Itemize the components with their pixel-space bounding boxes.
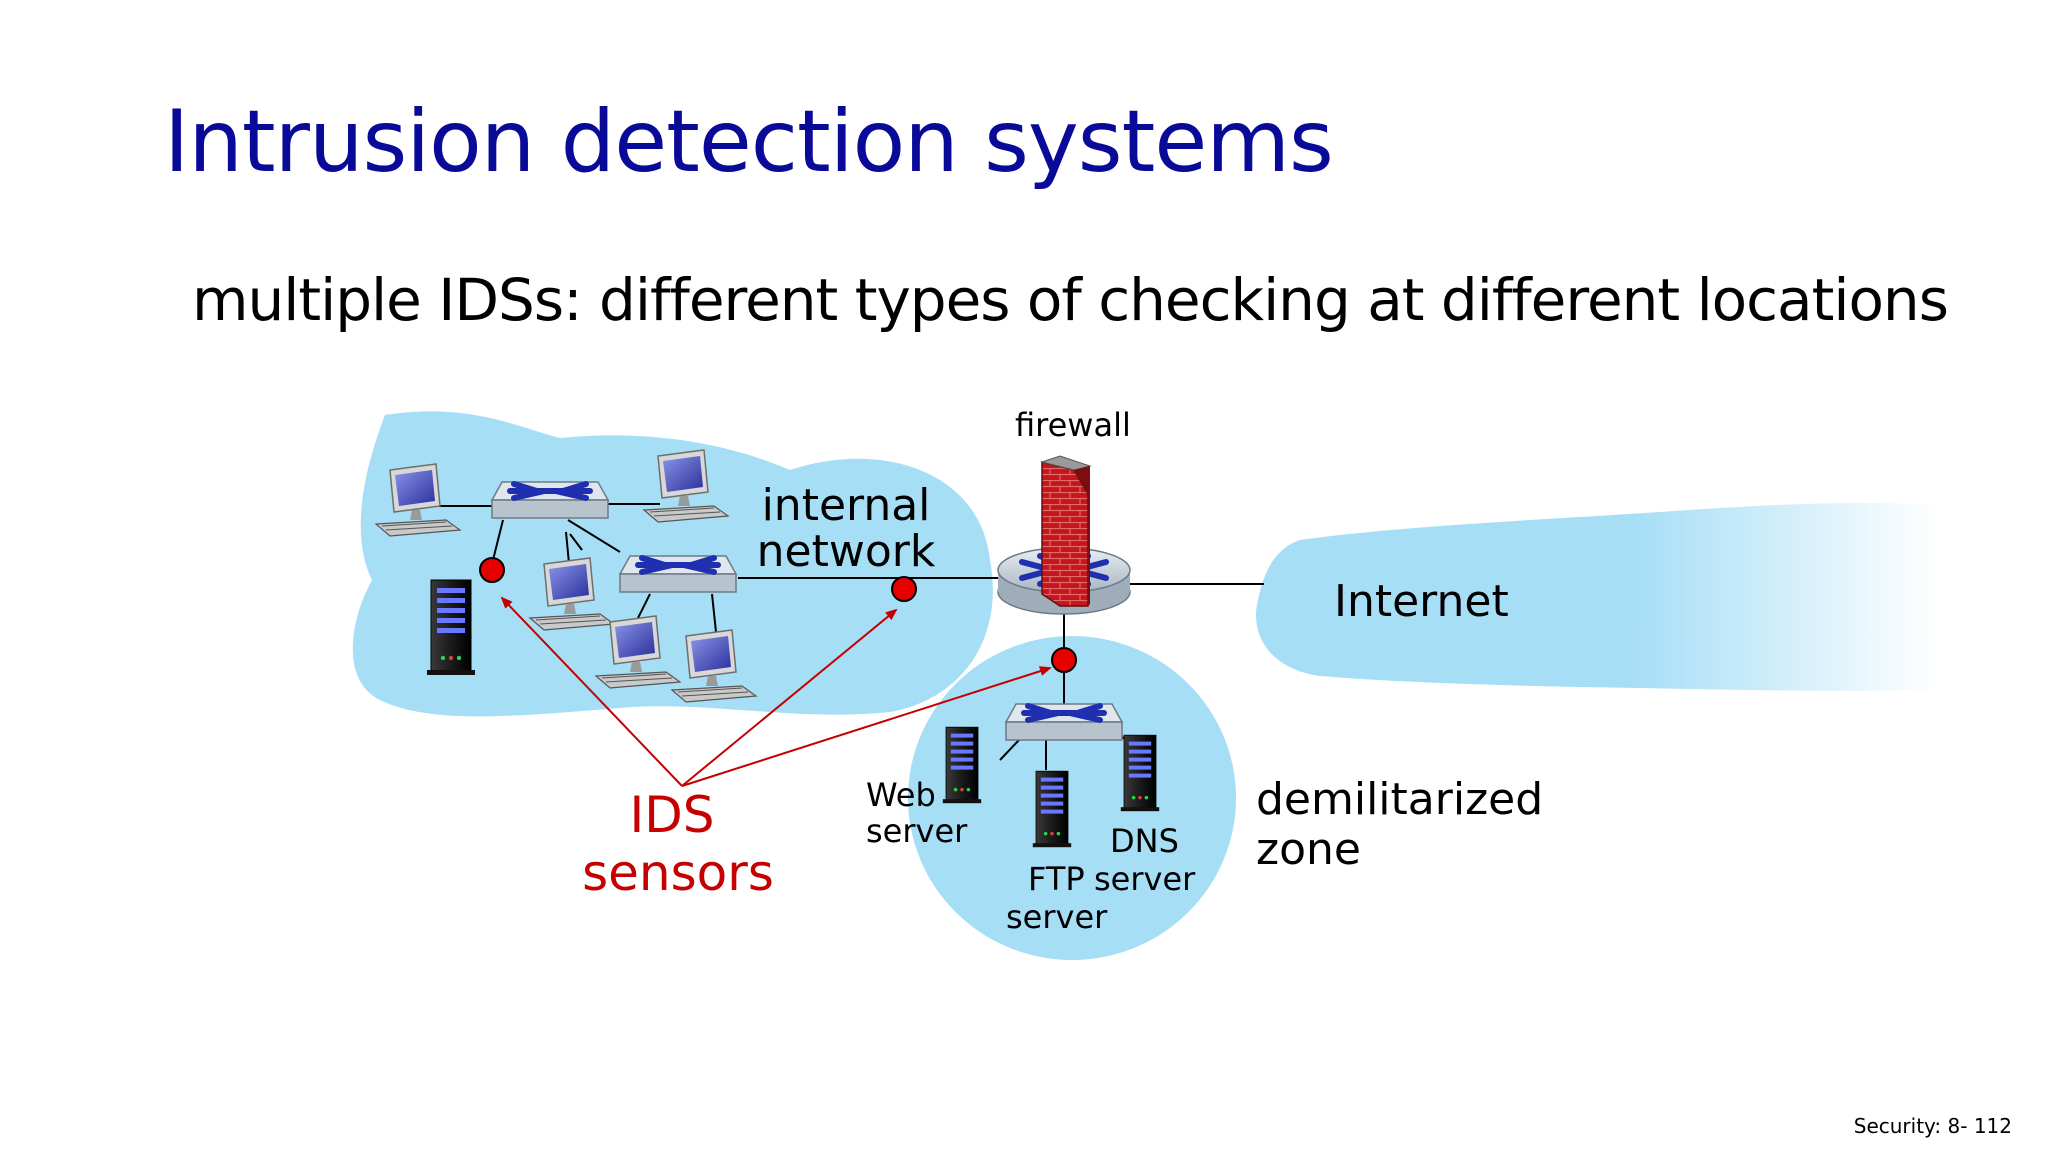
slide-number: Security: 8- 112 xyxy=(1853,1114,2012,1138)
slide-subtitle: multiple IDSs: different types of checki… xyxy=(192,266,1949,334)
ftp-server-label-2: server xyxy=(1006,898,1108,936)
internal-network-label-2: network xyxy=(757,526,936,577)
ids-sensors-label: IDS xyxy=(630,786,715,844)
firewall-label: firewall xyxy=(1015,406,1131,444)
ids-sensors-label-2: sensors xyxy=(582,844,774,902)
dmz-cloud xyxy=(908,636,1236,960)
internal-switch-1 xyxy=(492,482,608,518)
dns-server-label-2: server xyxy=(1094,860,1196,898)
dmz-label: demilitarized xyxy=(1256,774,1543,825)
dns-server-label: DNS xyxy=(1110,822,1179,860)
dmz-switch xyxy=(1006,704,1122,740)
web-server-label-2: server xyxy=(866,812,968,850)
internal-switch-2 xyxy=(620,556,736,592)
dmz-label-2: zone xyxy=(1256,824,1361,875)
server-icon xyxy=(1032,770,1072,848)
internet-label: Internet xyxy=(1334,576,1509,627)
server-icon xyxy=(942,726,982,804)
internet-cloud xyxy=(1255,502,1940,691)
ids-arrows xyxy=(500,596,1052,787)
server-icon xyxy=(426,579,476,676)
ftp-server-label: FTP xyxy=(1028,860,1085,898)
ids-sensor-dot xyxy=(479,557,505,583)
internal-network-label: internal xyxy=(762,480,931,531)
ids-sensor-dot xyxy=(891,576,917,602)
firewall-icon xyxy=(1040,455,1092,607)
ids-sensor-dot xyxy=(1051,647,1077,673)
web-server-label: Web xyxy=(866,776,936,814)
server-icon xyxy=(1120,734,1160,812)
page-title: Intrusion detection systems xyxy=(164,92,1334,192)
